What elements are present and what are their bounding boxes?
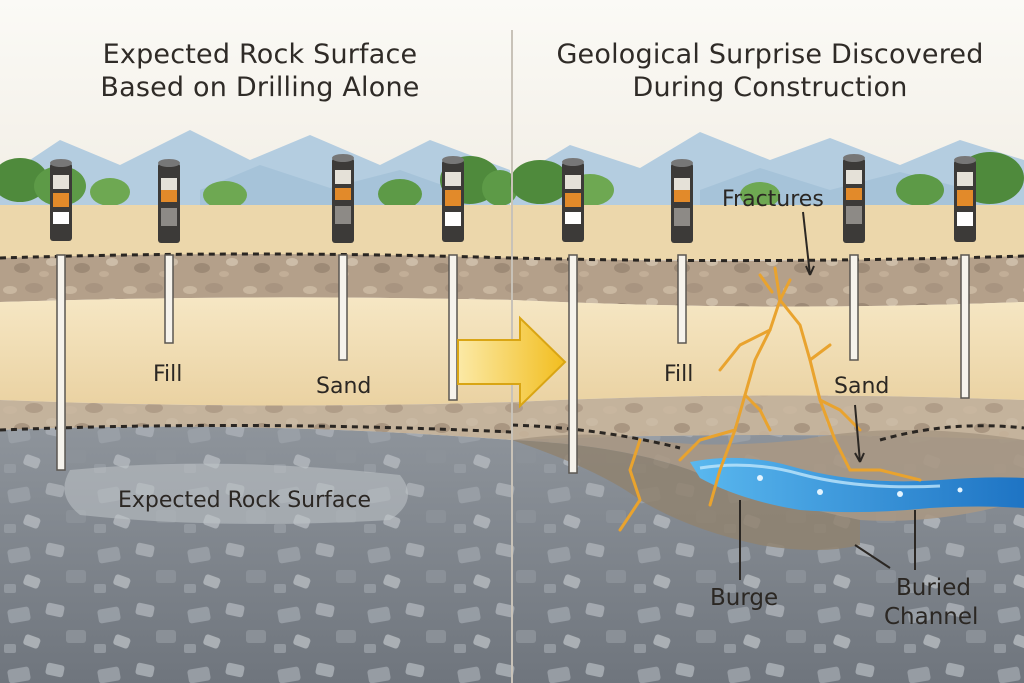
left-sand-label: Sand (316, 374, 372, 399)
right-panel-title: Geological Surprise Discovered During Co… (530, 38, 1010, 104)
borehole-icon (843, 154, 865, 361)
buried-label-line1: Buried (896, 575, 971, 601)
borehole-icon (332, 154, 354, 361)
fracture-icon (618, 266, 922, 532)
borehole-icon (562, 158, 584, 474)
left-title-line2: Based on Drilling Alone (100, 72, 420, 103)
buried-label-line2: Channel (884, 604, 979, 630)
right-fill-label: Fill (664, 362, 694, 387)
buried-channel (690, 457, 1024, 513)
borehole-icon (671, 159, 693, 344)
burge-label: Burge (710, 585, 779, 611)
fractures-label: Fractures (722, 187, 824, 212)
left-rock-label: Expected Rock Surface (118, 488, 372, 513)
borehole-icon (50, 159, 72, 471)
left-fill-label: Fill (153, 362, 183, 387)
right-title-line2: During Construction (632, 72, 908, 103)
arrow-right-icon (457, 315, 567, 409)
left-panel-title: Expected Rock Surface Based on Drilling … (40, 38, 480, 104)
borehole-icon (954, 156, 976, 399)
right-title-line1: Geological Surprise Discovered (556, 39, 984, 70)
right-sand-label: Sand (834, 374, 890, 399)
borehole-icon (442, 156, 464, 401)
buried-channel-label: Buried Channel (884, 574, 978, 632)
left-title-line1: Expected Rock Surface (102, 39, 418, 70)
borehole-icon (158, 159, 180, 344)
